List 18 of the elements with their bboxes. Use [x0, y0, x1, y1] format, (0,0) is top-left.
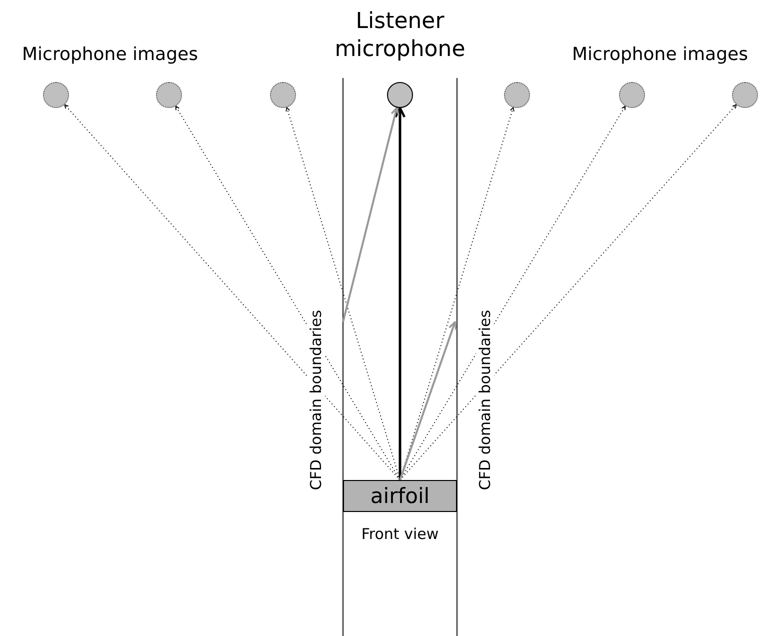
microphone-image-circle: [619, 82, 645, 108]
microphone-image-circle: [43, 82, 69, 108]
boundary-label: CFD domain boundaries: [307, 310, 325, 490]
group-label: Microphone images: [21, 44, 199, 65]
microphone-image-circle: [156, 82, 182, 108]
microphone-image-circle: [504, 82, 530, 108]
arrow: [394, 106, 406, 480]
microphone-image-circle: [270, 82, 296, 108]
group-label: Microphone images: [571, 44, 749, 65]
airfoil-box: airfoil: [343, 480, 457, 512]
view-label: Front view: [360, 525, 440, 543]
microphone-heading: Listener microphone: [334, 8, 466, 64]
microphone-image-circle: [732, 82, 758, 108]
arrow: [400, 104, 737, 480]
arrow: [64, 104, 400, 480]
arrow: [399, 321, 457, 480]
boundary-label: CFD domain boundaries: [476, 310, 494, 490]
arrow: [342, 106, 400, 322]
